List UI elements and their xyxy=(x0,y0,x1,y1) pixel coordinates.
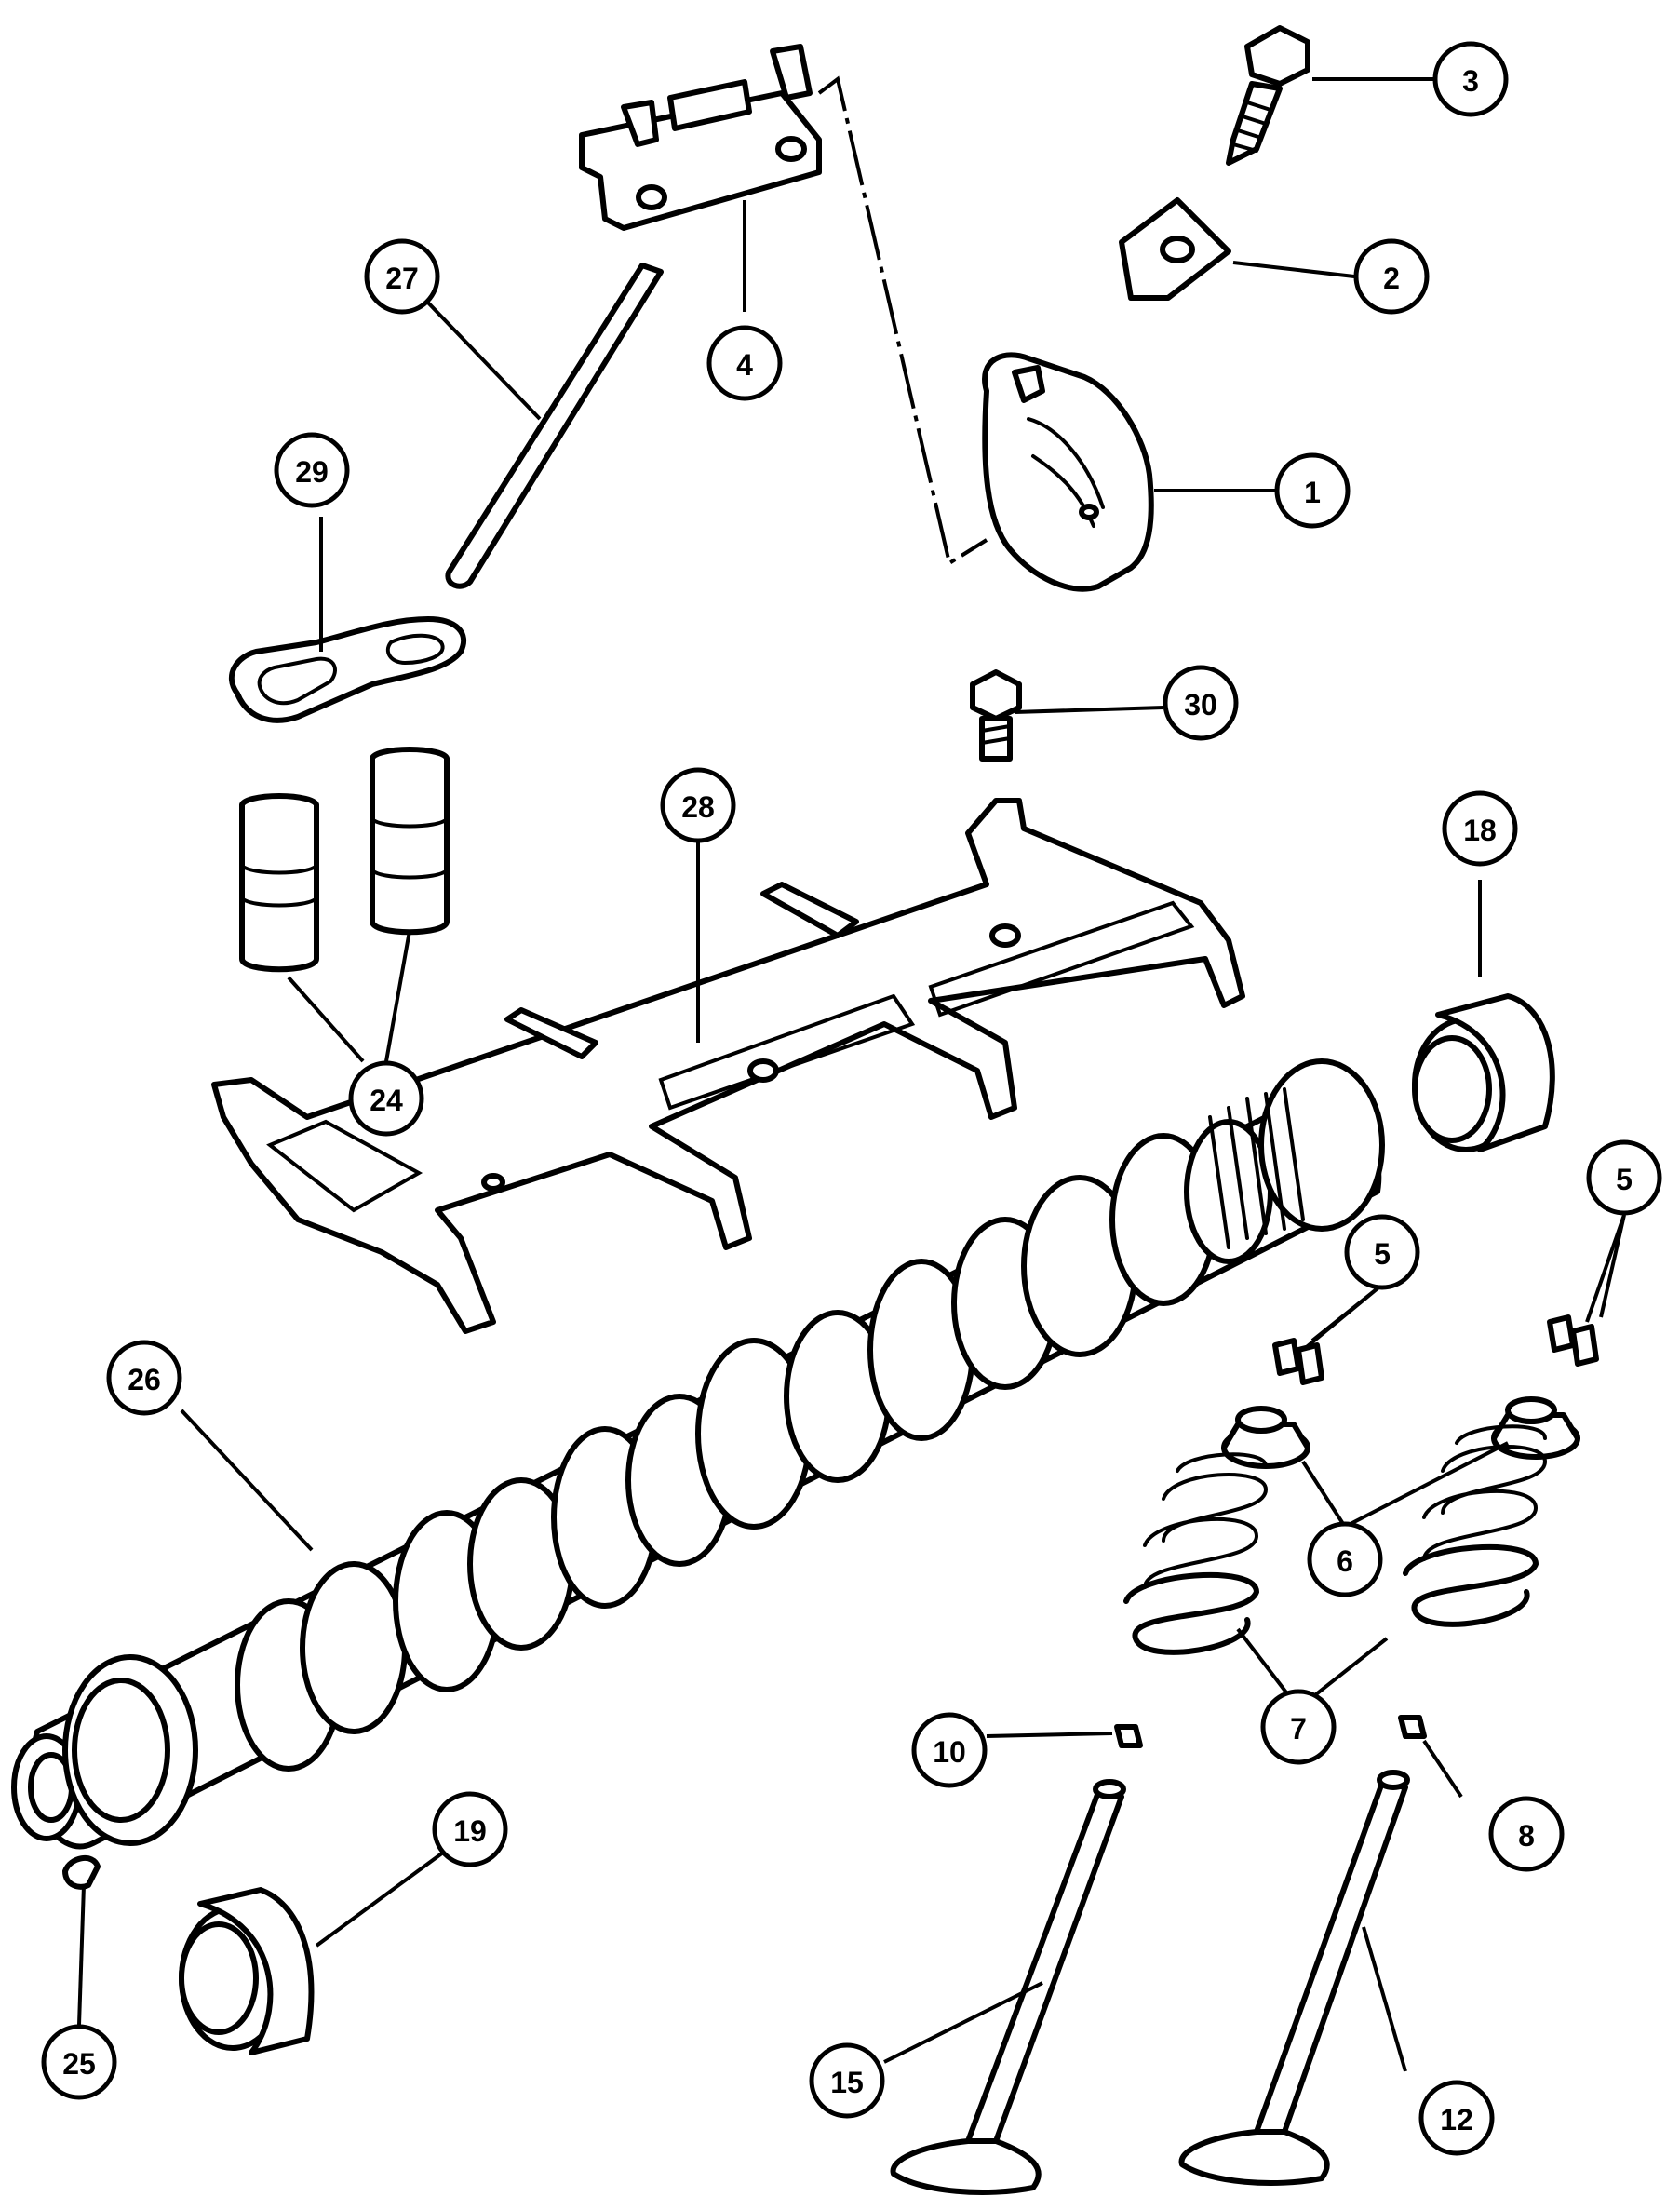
svg-text:7: 7 xyxy=(1290,1712,1307,1745)
lifter-guide-plate xyxy=(229,616,467,723)
valve-stem-lock-right xyxy=(1398,1715,1427,1739)
callout-27: 27 xyxy=(364,238,440,315)
hydraulic-lifter-right xyxy=(370,747,450,936)
camshaft xyxy=(11,1058,1385,1850)
rocker-bolt xyxy=(1226,25,1310,166)
svg-text:24: 24 xyxy=(370,1084,403,1117)
callout-8: 8 xyxy=(1488,1796,1565,1872)
svg-text:3: 3 xyxy=(1462,64,1479,98)
woodruff-key xyxy=(62,1855,101,1890)
callout-26: 26 xyxy=(106,1340,182,1416)
cam-bearing-rear xyxy=(1412,993,1555,1152)
svg-text:4: 4 xyxy=(736,348,753,382)
callout-25: 25 xyxy=(41,2024,117,2100)
callout-7: 7 xyxy=(1260,1689,1337,1765)
svg-text:2: 2 xyxy=(1383,262,1400,295)
svg-text:6: 6 xyxy=(1337,1544,1353,1578)
valve-keepers-left xyxy=(1272,1338,1324,1385)
svg-text:1: 1 xyxy=(1304,476,1321,509)
valve-keepers-right xyxy=(1547,1314,1599,1367)
svg-text:8: 8 xyxy=(1518,1819,1535,1853)
lifter-yoke-retainer xyxy=(211,798,1245,1334)
hydraulic-lifter-left xyxy=(239,793,319,973)
callout-29: 29 xyxy=(274,432,350,508)
svg-text:10: 10 xyxy=(933,1735,966,1769)
spring-retainer-left xyxy=(1221,1406,1310,1469)
callout-5b: 5 xyxy=(1344,1214,1420,1290)
valve-spring-right xyxy=(1403,1424,1548,1627)
callout-6: 6 xyxy=(1307,1521,1383,1597)
callout-5a: 5 xyxy=(1586,1139,1662,1216)
svg-text:26: 26 xyxy=(128,1363,161,1396)
pivot-block xyxy=(1119,197,1231,301)
callout-12: 12 xyxy=(1418,2080,1495,2156)
svg-text:5: 5 xyxy=(1616,1163,1633,1196)
callout-4: 4 xyxy=(706,325,783,401)
callout-3: 3 xyxy=(1432,41,1509,117)
assembly-line xyxy=(817,75,988,567)
callout-19: 19 xyxy=(432,1791,508,1867)
cam-bearing-front xyxy=(179,1887,315,2055)
callout-10: 10 xyxy=(911,1712,988,1788)
callout-28: 28 xyxy=(660,767,736,843)
svg-text:5: 5 xyxy=(1374,1237,1391,1271)
callout-30: 30 xyxy=(1163,665,1239,741)
leader-lines xyxy=(77,77,1626,2072)
svg-text:27: 27 xyxy=(385,262,419,295)
rocker-arm xyxy=(982,352,1154,592)
callout-15: 15 xyxy=(809,2042,885,2119)
intake-valve xyxy=(1178,1770,1410,2186)
valve-spring-left xyxy=(1123,1452,1269,1655)
svg-text:12: 12 xyxy=(1440,2103,1473,2136)
svg-text:18: 18 xyxy=(1463,814,1497,847)
svg-text:29: 29 xyxy=(295,455,329,489)
svg-text:30: 30 xyxy=(1184,688,1217,721)
callout-2: 2 xyxy=(1353,238,1430,315)
callout-24: 24 xyxy=(348,1060,424,1137)
svg-text:15: 15 xyxy=(830,2066,864,2099)
retainer-bolt xyxy=(970,669,1022,762)
exhaust-valve xyxy=(890,1779,1126,2195)
callout-18: 18 xyxy=(1442,790,1518,867)
pushrod xyxy=(445,263,664,589)
svg-text:25: 25 xyxy=(62,2047,96,2081)
svg-text:19: 19 xyxy=(453,1814,487,1848)
rocker-bracket xyxy=(579,44,822,231)
svg-text:28: 28 xyxy=(681,790,715,824)
callout-1: 1 xyxy=(1274,452,1351,529)
valve-stem-lock-left xyxy=(1114,1724,1143,1748)
